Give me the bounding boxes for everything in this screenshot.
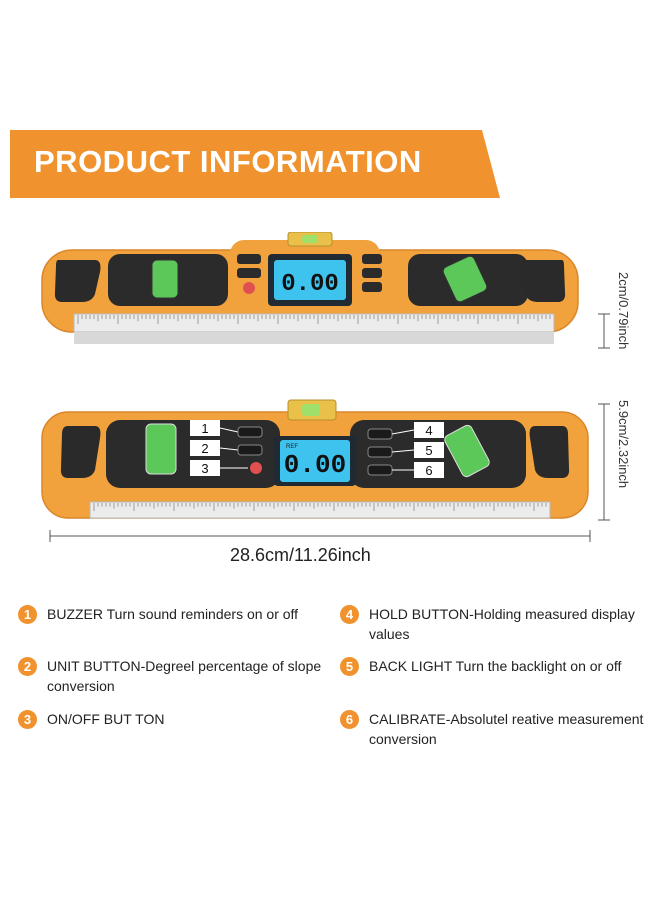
level-device-top-view: 0.00 (41, 232, 579, 344)
number-badge-3: 3 (18, 710, 37, 729)
top-ruler-ticks (77, 315, 551, 324)
lcd-ref-label: REF (286, 444, 298, 450)
feature-text-hold: HOLD BUTTON-Holding measured display val… (369, 606, 635, 642)
product-info-banner: PRODUCT INFORMATION (10, 130, 500, 198)
number-badge-6: 6 (340, 710, 359, 729)
banner-title: PRODUCT INFORMATION (34, 144, 422, 179)
height-dimension-bottom (598, 403, 610, 521)
feature-text-calibrate: CALIBRATE-Absolutel reative measurement … (369, 711, 644, 747)
length-label: 28.6cm/11.26inch (230, 545, 371, 565)
feature-text-backlight: BACK LIGHT Turn the backlight on or off (369, 658, 622, 674)
number-badge-5: 5 (340, 657, 359, 676)
callout-4: 4 (425, 423, 432, 438)
level-device-front-view: 1 2 3 REF 0.00 4 5 6 (41, 399, 589, 519)
feature-item-backlight: 5 BACK LIGHT Turn the backlight on or of… (340, 656, 650, 676)
feature-item-buzzer: 1 BUZZER Turn sound reminders on or off (18, 604, 328, 624)
feature-text-onoff: ON/OFF BUT TON (47, 711, 165, 727)
callout-5: 5 (425, 443, 432, 458)
callout-3: 3 (201, 461, 208, 476)
banner-shape (10, 130, 500, 198)
feature-text-unit: UNIT BUTTON-Degreel percentage of slope … (47, 658, 322, 694)
feature-item-hold: 4 HOLD BUTTON-Holding measured display v… (340, 604, 650, 644)
number-badge-2: 2 (18, 657, 37, 676)
callout-6: 6 (425, 463, 432, 478)
height-dimension-top (598, 313, 610, 349)
feature-item-unit: 2 UNIT BUTTON-Degreel percentage of slop… (18, 656, 328, 696)
callout-2: 2 (201, 441, 208, 456)
feature-item-onoff: 3 ON/OFF BUT TON (18, 709, 328, 729)
feature-text-buzzer: BUZZER Turn sound reminders on or off (47, 606, 299, 622)
top-lcd-readout: 0.00 (281, 271, 339, 298)
callout-1: 1 (201, 421, 208, 436)
number-badge-1: 1 (18, 605, 37, 624)
height-label-bottom: 5.9cm/2.32inch (616, 400, 631, 489)
bottom-lcd-readout: 0.00 (284, 450, 346, 480)
bottom-ruler-ticks (93, 503, 547, 511)
length-dimension (49, 530, 591, 542)
height-label-top: 2cm/0.79inch (616, 272, 631, 350)
feature-item-calibrate: 6 CALIBRATE-Absolutel reative measuremen… (340, 709, 650, 749)
number-badge-4: 4 (340, 605, 359, 624)
